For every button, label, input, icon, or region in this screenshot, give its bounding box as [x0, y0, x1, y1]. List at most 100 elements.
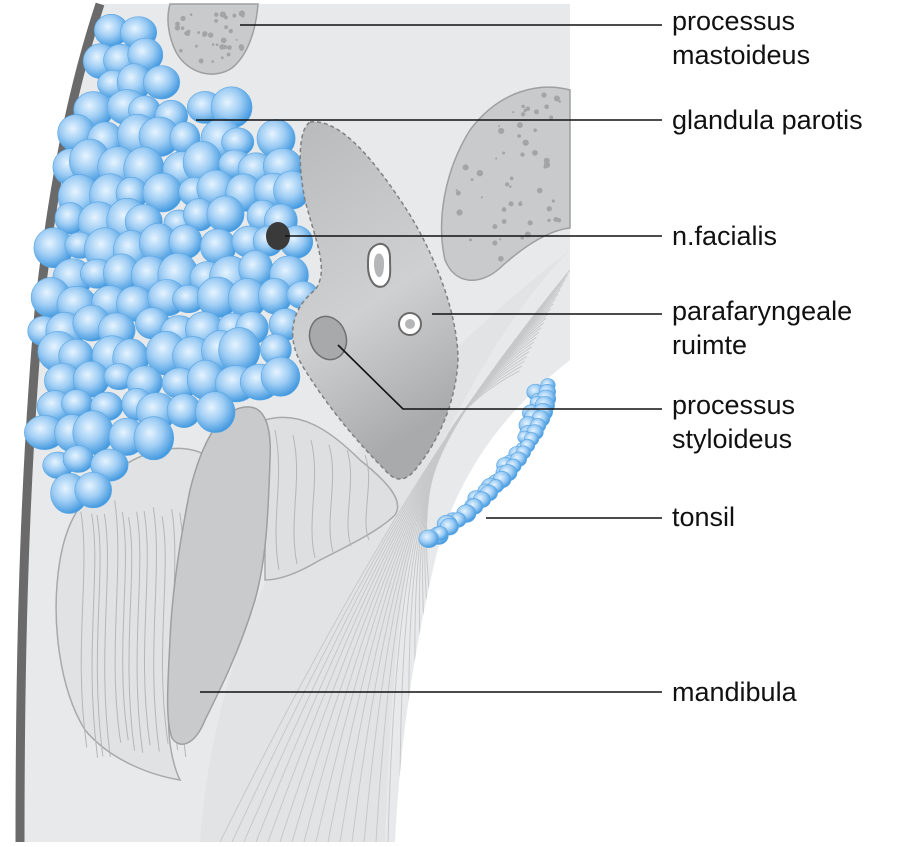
pharyngeal-fiber-line — [363, 327, 542, 842]
muscle-fiber-line — [128, 517, 136, 751]
mastoid-process — [167, 3, 259, 75]
muscle-fiber-line — [161, 516, 169, 744]
bone-pore — [509, 185, 512, 188]
parotid-lobule — [133, 416, 175, 461]
label-mastoid-line1: processus — [672, 6, 796, 36]
bone-pore — [508, 201, 514, 207]
parotid-lobule — [260, 356, 301, 397]
tonsil-lobule — [418, 529, 439, 548]
bone-pore — [194, 44, 198, 48]
bone-pore — [543, 164, 548, 169]
label-tonsil-line1: tonsil — [672, 502, 736, 532]
label-parotid: glandula parotis — [672, 103, 863, 137]
bone-pore — [462, 164, 469, 171]
muscle-fiber-line — [136, 511, 144, 753]
bone-pore — [495, 157, 498, 160]
carotid-artery-lumen — [405, 319, 415, 329]
mandible — [166, 406, 271, 745]
bone-pore — [498, 255, 504, 262]
bone-pore — [455, 190, 461, 196]
muscle-fiber-line — [114, 500, 122, 743]
bone-pore — [549, 115, 554, 120]
bone-pore — [553, 95, 560, 102]
bone-pore — [228, 28, 233, 34]
label-facial-line1: n.facialis — [672, 221, 778, 251]
bone-pore — [521, 104, 525, 109]
muscle-fiber-line — [364, 454, 370, 541]
bone-pore — [541, 92, 547, 98]
muscle-fiber-line — [274, 429, 280, 571]
bone-pore — [527, 220, 533, 226]
bone-pore — [553, 217, 559, 222]
muscle-fiber-line — [152, 507, 160, 752]
bone-pore — [220, 37, 227, 44]
pharyngeal-fiber-line — [387, 336, 537, 842]
label-facial: n.facialis — [672, 219, 777, 253]
bone-pore — [501, 219, 507, 224]
bone-pore — [455, 189, 458, 192]
bone-pore — [521, 112, 526, 117]
bone-pore — [498, 124, 501, 127]
bone-pore — [235, 38, 238, 41]
leader-styloid — [337, 344, 662, 410]
bone-pore — [175, 21, 180, 27]
bone-pore — [211, 43, 215, 46]
parotid-gland — [24, 14, 319, 514]
parotid-lobule — [195, 391, 236, 433]
bone-pore — [189, 13, 193, 16]
pharyngeal-fiber-line — [303, 303, 554, 842]
bone-pore — [224, 25, 229, 30]
bone-pore — [536, 187, 543, 194]
bone-pore — [226, 52, 231, 57]
bone-pore — [470, 178, 474, 181]
bone-pore — [180, 15, 186, 21]
label-parapharyngeal: parafaryngeale ruimte — [672, 294, 852, 362]
bone-pore — [544, 104, 550, 110]
bone-pore — [476, 169, 484, 177]
bone-pore — [558, 100, 561, 103]
bone-pore — [525, 106, 531, 111]
bone-pore — [184, 30, 191, 37]
bone-pore — [207, 32, 214, 38]
pharyngeal-fiber-line — [279, 293, 559, 842]
bone-pore — [516, 122, 523, 129]
bone-pore — [492, 224, 498, 230]
bone-pore — [219, 11, 226, 18]
bone-pore — [197, 31, 201, 34]
bone-pore — [551, 199, 555, 203]
parotid-lobule — [206, 195, 245, 233]
skin-edge — [15, 2, 105, 843]
parotid-lobule — [74, 471, 112, 509]
label-parapharyngeal-line2: ruimte — [672, 330, 748, 360]
bone-pore — [547, 218, 551, 223]
label-tonsil: tonsil — [672, 500, 735, 534]
label-parotid-line1: glandula parotis — [672, 105, 863, 135]
bone-pore — [180, 26, 185, 30]
muscle-fiber-line — [91, 513, 99, 758]
bone-pore — [534, 109, 539, 115]
bone-pore — [499, 238, 502, 241]
pharyngeal-fiber-line — [327, 312, 549, 842]
bone-pore — [504, 182, 510, 187]
bone-pore — [227, 45, 232, 50]
pharyngeal-fiber-line — [291, 298, 556, 842]
label-parapharyngeal-line1: parafaryngeale — [672, 296, 853, 326]
bone-pore — [241, 14, 245, 18]
bone-pore — [546, 206, 552, 212]
bone-pore — [456, 209, 463, 216]
label-mandible: mandibula — [672, 675, 797, 709]
muscle-fiber-line — [310, 439, 316, 559]
bone-pore — [220, 56, 224, 60]
bone-pore — [219, 44, 225, 50]
label-styloid: processus styloideus — [672, 388, 795, 456]
muscle-fiber-line — [328, 444, 334, 553]
parotid-lobule — [62, 445, 94, 473]
pharyngeal-fiber-line — [399, 341, 535, 842]
pharyngeal-fiber-line — [351, 322, 544, 842]
label-mandible-line1: mandibula — [672, 677, 797, 707]
bone-pore — [520, 236, 525, 240]
bone-pore — [174, 25, 181, 31]
parotid-lobule — [143, 65, 181, 100]
bone-pore — [492, 240, 498, 246]
